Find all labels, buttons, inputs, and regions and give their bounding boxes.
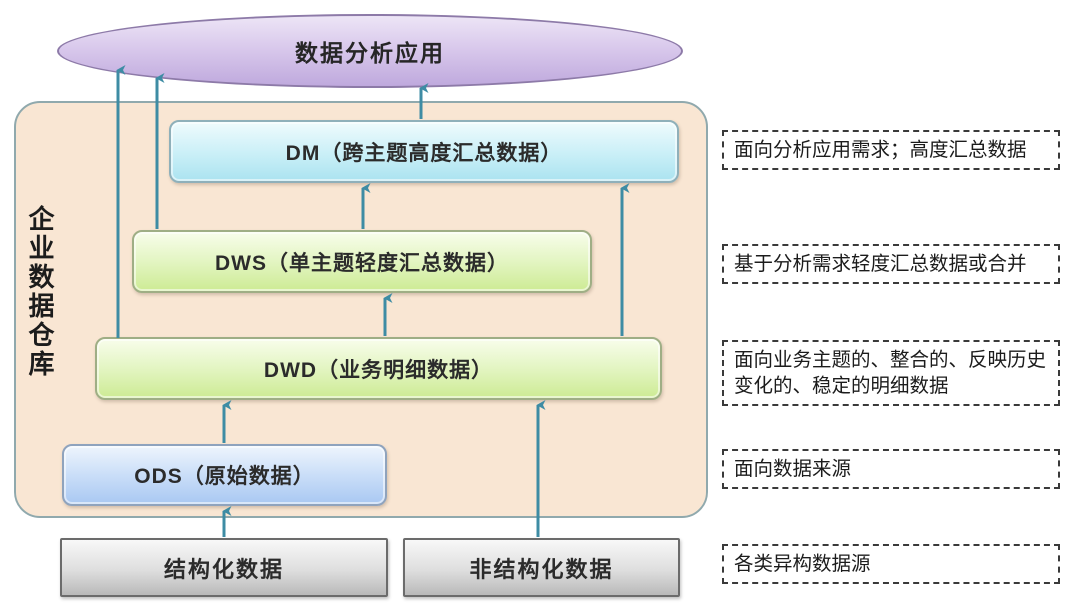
layer-dm-label: DM（跨主题高度汇总数据） bbox=[285, 141, 563, 165]
layer-dm: DM（跨主题高度汇总数据） bbox=[169, 120, 679, 183]
annotation-ods: 面向数据来源 bbox=[722, 449, 1060, 489]
annotation-ods-text: 面向数据来源 bbox=[734, 457, 852, 480]
enterprise-warehouse-label: 企业数据仓库 bbox=[25, 205, 55, 379]
annotation-dm: 面向分析应用需求；高度汇总数据 bbox=[722, 130, 1060, 170]
data-analysis-application-node: 数据分析应用 bbox=[57, 14, 683, 88]
layer-dwd-label: DWD（业务明细数据） bbox=[263, 358, 494, 382]
layer-ods: ODS（原始数据） bbox=[62, 444, 387, 506]
source-unstructured-label: 非结构化数据 bbox=[469, 556, 614, 582]
layer-ods-label: ODS（原始数据） bbox=[134, 465, 315, 488]
annotation-dm-text: 面向分析应用需求；高度汇总数据 bbox=[734, 138, 1027, 161]
annotation-dwd-text: 面向业务主题的、整合的、反映历史变化的、稳定的明细数据 bbox=[734, 348, 1047, 397]
annotation-dws: 基于分析需求轻度汇总数据或合并 bbox=[722, 244, 1060, 284]
layer-dwd: DWD（业务明细数据） bbox=[95, 337, 662, 400]
layer-dws-label: DWS（单主题轻度汇总数据） bbox=[215, 251, 509, 275]
annotation-dws-text: 基于分析需求轻度汇总数据或合并 bbox=[734, 252, 1027, 275]
layer-dws: DWS（单主题轻度汇总数据） bbox=[132, 230, 592, 293]
annotation-sources: 各类异构数据源 bbox=[722, 544, 1060, 584]
annotation-sources-text: 各类异构数据源 bbox=[734, 552, 871, 575]
annotation-dwd: 面向业务主题的、整合的、反映历史变化的、稳定的明细数据 bbox=[722, 340, 1060, 406]
source-unstructured-data: 非结构化数据 bbox=[403, 538, 680, 597]
source-structured-data: 结构化数据 bbox=[60, 538, 388, 597]
source-structured-label: 结构化数据 bbox=[163, 556, 284, 582]
data-analysis-application-label: 数据分析应用 bbox=[295, 40, 445, 66]
